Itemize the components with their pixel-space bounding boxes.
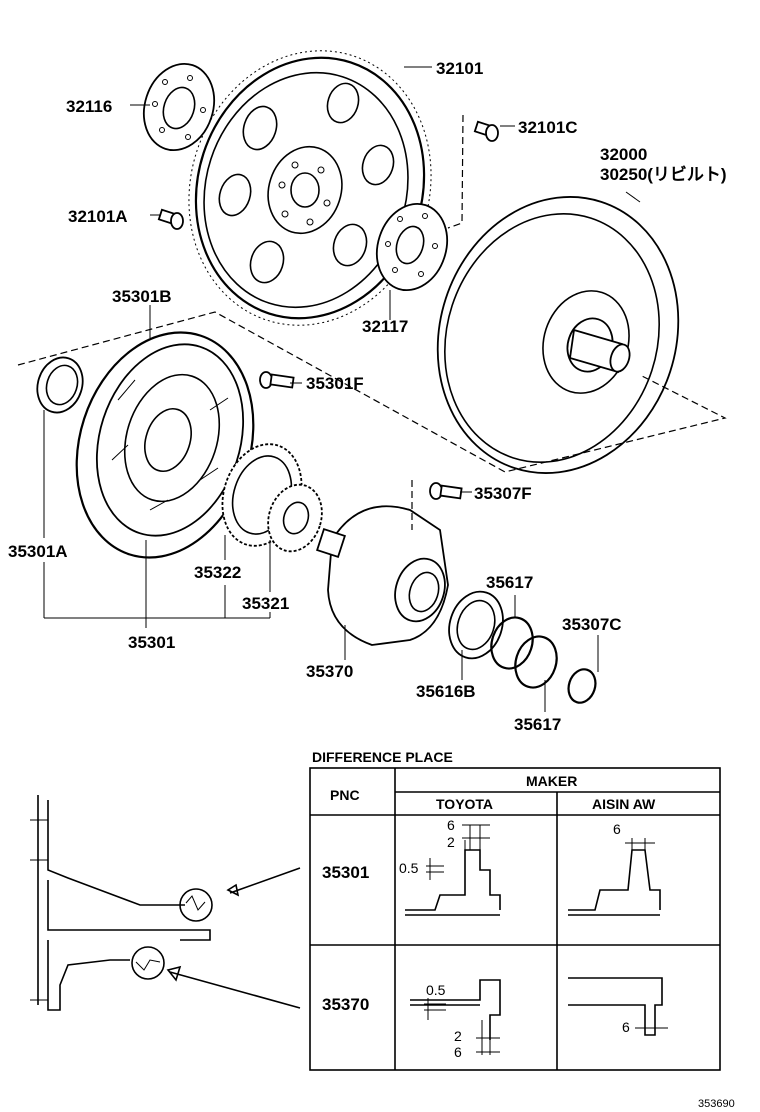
label-35370: 35370	[306, 662, 353, 681]
seal-ring-35617-drawing	[490, 616, 558, 689]
difference-title: DIFFERENCE PLACE	[312, 749, 453, 765]
aisin-header: AISIN AW	[592, 796, 656, 812]
aisin-35370-profile	[568, 977, 668, 1036]
dim-r1-t-05: 0.5	[399, 860, 419, 876]
label-35307F: 35307F	[474, 484, 532, 503]
label-35617-lower: 35617	[514, 715, 561, 734]
label-32116: 32116	[66, 97, 112, 116]
bolt-32101A-drawing	[157, 208, 184, 230]
seal-ring-35307C-drawing	[567, 668, 597, 704]
bolt-dash-32101C	[447, 114, 464, 229]
spacer-plate-32117-drawing	[376, 202, 448, 292]
dim-r2-t-2: 2	[454, 1028, 462, 1044]
difference-table	[309, 767, 721, 1071]
dim-r2-t-05: 0.5	[426, 982, 446, 998]
label-32101: 32101	[436, 59, 483, 78]
pnc-35301: 35301	[322, 863, 369, 882]
label-30250: 30250(リビルト)	[600, 165, 727, 184]
pnc-header: PNC	[330, 787, 360, 803]
illustration-ref-number: 353690	[698, 1098, 735, 1110]
label-35301B: 35301B	[112, 287, 172, 306]
label-35307C: 35307C	[562, 615, 622, 634]
dim-r1-a-6: 6	[613, 821, 621, 837]
spacer-plate-32116-drawing	[143, 62, 215, 152]
assembly-outline	[17, 311, 727, 473]
label-35321: 35321	[242, 594, 289, 613]
aisin-35301-profile	[568, 838, 661, 916]
label-32101A: 32101A	[68, 207, 128, 226]
torque-converter-drawing	[436, 196, 680, 474]
dim-r2-a-6: 6	[622, 1019, 630, 1035]
label-35616B: 35616B	[416, 682, 476, 701]
label-32000: 32000	[600, 145, 647, 164]
label-35301F: 35301F	[306, 374, 364, 393]
bolt-35301F-drawing	[259, 371, 295, 389]
toyota-35301-profile	[405, 824, 501, 916]
bolt-32101C-drawing	[473, 120, 499, 142]
drive-gear-35321-drawing	[267, 483, 323, 553]
bolt-35307F-drawing	[429, 482, 463, 500]
label-32101C: 32101C	[518, 118, 578, 137]
toyota-header: TOYOTA	[436, 796, 493, 812]
stator-shaft-drawing	[316, 505, 449, 646]
pnc-35370: 35370	[322, 995, 369, 1014]
difference-cross-section	[30, 795, 301, 1011]
dim-r2-t-6: 6	[454, 1044, 462, 1060]
bushing-35616B-drawing	[448, 590, 504, 660]
label-35617-upper: 35617	[486, 573, 533, 592]
leader-lines	[43, 66, 641, 712]
oil-seal-35301A-drawing	[36, 356, 84, 414]
label-32117: 32117	[362, 317, 408, 336]
label-35301A: 35301A	[8, 542, 68, 561]
dim-r1-t-6: 6	[447, 817, 455, 833]
label-35301: 35301	[128, 633, 175, 652]
dim-r1-t-2: 2	[447, 834, 455, 850]
maker-header: MAKER	[526, 773, 577, 789]
label-35322: 35322	[194, 563, 241, 582]
toyota-35370-profile	[410, 979, 501, 1055]
